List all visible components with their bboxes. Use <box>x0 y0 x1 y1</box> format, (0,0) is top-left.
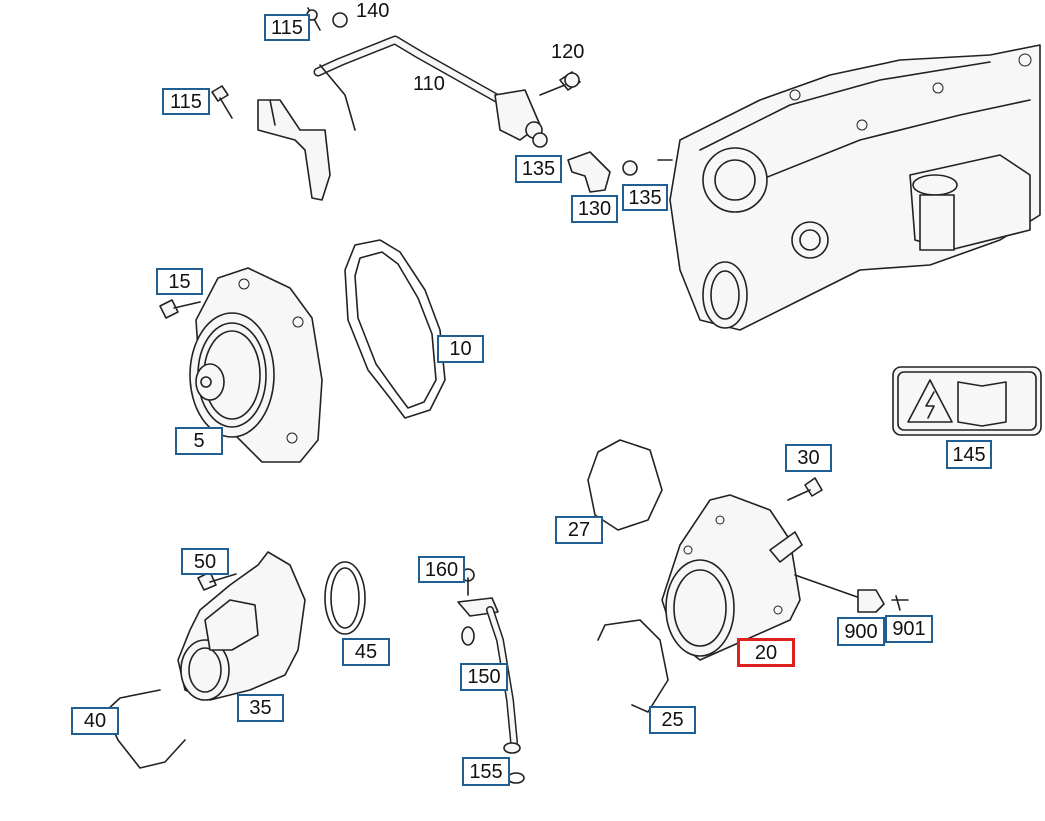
callout-27[interactable]: 27 <box>555 516 603 544</box>
o-ring-drawing <box>324 561 366 635</box>
callout-20-selected[interactable]: 20 <box>737 638 795 667</box>
engine-block-drawing <box>657 44 1041 331</box>
gasket-drawing <box>344 239 446 419</box>
callout-155[interactable]: 155 <box>462 757 510 786</box>
callout-900[interactable]: 900 <box>837 617 885 646</box>
callout-50[interactable]: 50 <box>181 548 229 575</box>
thermostat-housing-drawing <box>661 477 909 661</box>
callout-160[interactable]: 160 <box>418 556 465 583</box>
callout-145[interactable]: 145 <box>946 440 992 469</box>
coolant-pipe-drawing <box>257 7 543 201</box>
bolt-drawings <box>211 71 581 119</box>
callout-35[interactable]: 35 <box>237 694 284 722</box>
callout-130[interactable]: 130 <box>571 195 618 223</box>
hose-drawing <box>532 132 638 193</box>
callout-135-right[interactable]: 135 <box>622 184 668 211</box>
callout-901[interactable]: 901 <box>885 615 933 643</box>
callout-45[interactable]: 45 <box>342 638 390 666</box>
retaining-clip-drawing <box>104 689 186 769</box>
callout-10[interactable]: 10 <box>437 335 484 363</box>
part-label-110: 110 <box>413 73 445 95</box>
part-label-120: 120 <box>551 41 585 63</box>
seal-ring-drawing <box>587 439 663 531</box>
callout-135-left[interactable]: 135 <box>515 155 562 183</box>
callout-25[interactable]: 25 <box>649 706 696 734</box>
callout-115-left[interactable]: 115 <box>162 88 210 115</box>
callout-5[interactable]: 5 <box>175 427 223 455</box>
outlet-housing-drawing <box>177 551 306 701</box>
callout-40[interactable]: 40 <box>71 707 119 735</box>
water-pump-drawing <box>159 267 323 463</box>
callout-150[interactable]: 150 <box>460 663 508 691</box>
callout-15[interactable]: 15 <box>156 268 203 295</box>
callout-30[interactable]: 30 <box>785 444 832 472</box>
warning-label-drawing <box>892 366 1042 436</box>
callout-115-top[interactable]: 115 <box>264 14 310 41</box>
wire-clip-drawing <box>597 619 669 713</box>
part-label-140: 140 <box>356 0 390 22</box>
